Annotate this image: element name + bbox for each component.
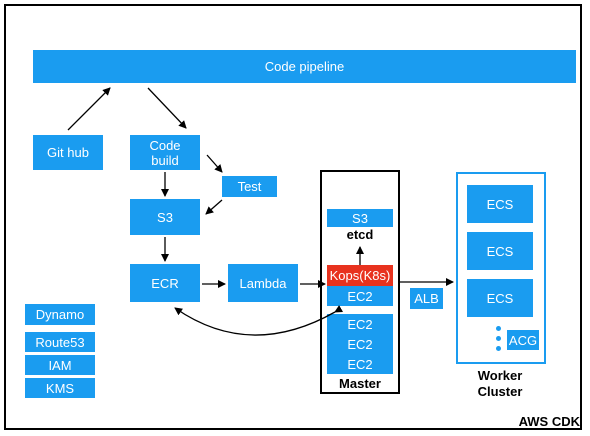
- arrow-codebuild-to-test: [206, 154, 223, 173]
- arrow-test-to-s3: [205, 199, 223, 215]
- worker-label-line2: Cluster: [477, 384, 523, 399]
- worker-ecs-box-3: ECS: [467, 279, 533, 317]
- code-pipeline-box: Code pipeline: [33, 50, 576, 83]
- master-ec2-box-1: EC2: [327, 286, 393, 306]
- arrow-ec2-to-ecr: [174, 305, 344, 336]
- worker-ecs-box-1: ECS: [467, 185, 533, 223]
- master-ec2-box-4: EC2: [327, 354, 393, 374]
- diagram-frame: [4, 4, 582, 430]
- worker-container: [456, 172, 546, 364]
- acg-box: ACG: [507, 330, 539, 350]
- service-kms: KMS: [25, 378, 95, 398]
- service-dynamo: Dynamo: [25, 304, 95, 325]
- ecr-box: ECR: [130, 264, 200, 302]
- test-box: Test: [222, 176, 277, 197]
- arrow-github-to-pipeline: [67, 87, 111, 131]
- service-route53: Route53: [25, 332, 95, 352]
- kops-box: Kops(K8s): [327, 265, 393, 286]
- codebuild-label-line2: build: [151, 152, 179, 168]
- master-s3-box: S3: [327, 209, 393, 227]
- aws-cdk-label: AWS CDK: [518, 414, 580, 429]
- master-ec2-box-2: EC2: [327, 314, 393, 334]
- acg-dots: [496, 326, 502, 352]
- codebuild-label-line1: Code: [149, 137, 181, 153]
- lambda-box: Lambda: [228, 264, 298, 302]
- codebuild-box: Code build: [130, 135, 200, 170]
- worker-label-line1: Worker: [477, 368, 523, 383]
- etcd-label: etcd: [346, 227, 374, 242]
- alb-box: ALB: [410, 288, 443, 309]
- master-label: Master: [339, 376, 381, 391]
- s3-box: S3: [130, 199, 200, 235]
- github-box: Git hub: [33, 135, 103, 170]
- arrow-pipeline-to-codebuild: [147, 87, 187, 129]
- master-ec2-box-3: EC2: [327, 334, 393, 354]
- service-iam: IAM: [25, 355, 95, 375]
- worker-ecs-box-2: ECS: [467, 232, 533, 270]
